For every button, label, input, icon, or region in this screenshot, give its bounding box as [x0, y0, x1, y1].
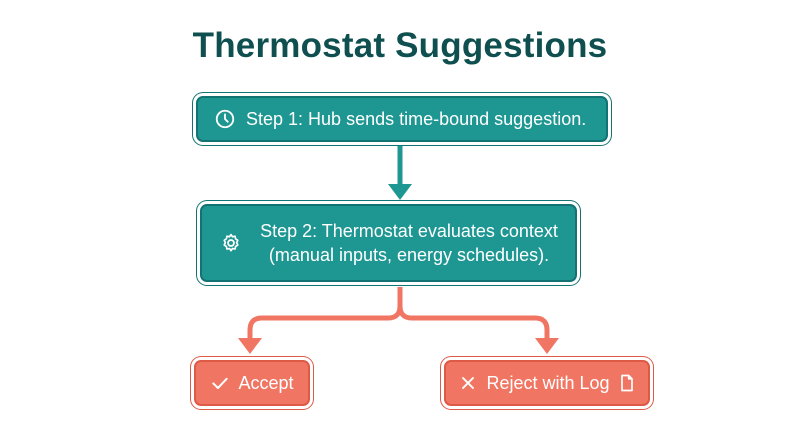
step-2-box: Step 2: Thermostat evaluates context (ma…	[200, 204, 577, 282]
step-1-label: Step 1: Hub sends time-bound suggestion.	[246, 109, 587, 129]
accept-box: Accept	[194, 360, 310, 406]
step-2-text: Step 2: Thermostat evaluates context (ma…	[254, 219, 564, 267]
step-2-line-1: Step 2: Thermostat evaluates context	[260, 221, 558, 241]
reject-box: Reject with Log	[444, 360, 650, 406]
gear-icon	[220, 232, 242, 254]
split-connector	[238, 287, 559, 354]
step-2-line-2: (manual inputs, energy schedules).	[268, 245, 550, 265]
clock-icon	[214, 108, 236, 130]
arrow-step1-to-step2	[388, 143, 412, 200]
arrow-to-accept	[238, 338, 262, 354]
step-1-box: Step 1: Hub sends time-bound suggestion.	[196, 96, 608, 142]
diagram-title: Thermostat Suggestions	[192, 26, 608, 65]
arrow-to-reject	[535, 338, 559, 354]
check-icon	[210, 373, 230, 393]
accept-label: Accept	[238, 373, 294, 393]
document-icon	[618, 373, 636, 393]
x-icon	[458, 373, 478, 393]
reject-label: Reject with Log	[486, 373, 610, 393]
